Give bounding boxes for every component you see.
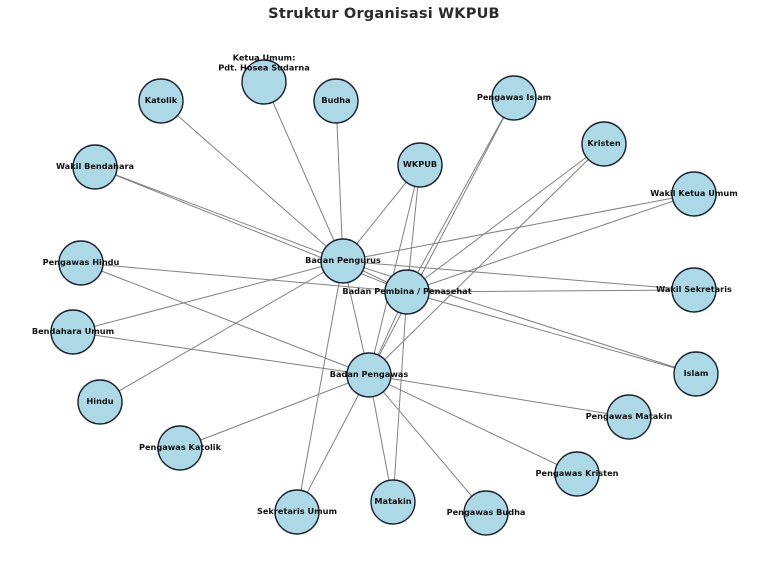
graph-edge bbox=[296, 374, 370, 513]
graph-node-hit-islam[interactable] bbox=[674, 352, 718, 396]
graph-node-hit-bendahara_umum[interactable] bbox=[51, 310, 95, 354]
graph-edge bbox=[406, 291, 697, 375]
graph-edge bbox=[406, 289, 695, 293]
graph-edge bbox=[80, 262, 408, 293]
graph-node-badan_pengurus[interactable] bbox=[320, 238, 366, 284]
graph-node-hit-budha[interactable] bbox=[314, 79, 358, 123]
graph-edge bbox=[72, 331, 370, 376]
graph-edge bbox=[94, 166, 344, 262]
graph-node-hit-wkpub[interactable] bbox=[398, 143, 442, 187]
graph-edge bbox=[80, 262, 370, 376]
graph-edge bbox=[368, 97, 515, 376]
graph-node-wakil_sekretaris[interactable] bbox=[671, 267, 717, 313]
graph-edge bbox=[368, 164, 421, 376]
graph-node-pengawas_matakin[interactable] bbox=[606, 394, 652, 440]
graph-node-pengawas_kristen[interactable] bbox=[554, 451, 600, 497]
graph-node-islam[interactable] bbox=[673, 351, 719, 397]
graph-node-hit-ketua_umum[interactable] bbox=[242, 60, 286, 104]
graph-node-kristen[interactable] bbox=[581, 121, 627, 167]
graph-node-katolik[interactable] bbox=[138, 78, 184, 124]
page-title: Struktur Organisasi WKPUB bbox=[268, 6, 500, 22]
graph-node-hit-pengawas_kristen[interactable] bbox=[555, 452, 599, 496]
graph-edge bbox=[263, 81, 344, 262]
graph-node-badan_pengawas[interactable] bbox=[346, 352, 392, 398]
graph-edge bbox=[179, 374, 370, 449]
graph-node-hit-badan_pengurus[interactable] bbox=[321, 239, 365, 283]
graph-node-hit-kristen[interactable] bbox=[582, 122, 626, 166]
graph-edge bbox=[99, 260, 344, 403]
graph-node-wakil_ketua_umum[interactable] bbox=[671, 171, 717, 217]
graph-node-hit-badan_pembina[interactable] bbox=[385, 270, 429, 314]
graph-node-bendahara_umum[interactable] bbox=[50, 309, 96, 355]
graph-node-pengawas_katolik[interactable] bbox=[157, 425, 203, 471]
graph-node-hit-matakin[interactable] bbox=[371, 480, 415, 524]
graph-node-hit-pengawas_budha[interactable] bbox=[464, 491, 508, 535]
graph-node-pengawas_hindu[interactable] bbox=[58, 240, 104, 286]
graph-node-hit-wakil_sekretaris[interactable] bbox=[672, 268, 716, 312]
graph-node-hit-wakil_bendahara[interactable] bbox=[73, 145, 117, 189]
graph-node-pengawas_islam[interactable] bbox=[491, 75, 537, 121]
graph-node-sekretaris_umum[interactable] bbox=[274, 489, 320, 535]
graph-node-hit-hindu[interactable] bbox=[78, 380, 122, 424]
node-layer bbox=[50, 59, 719, 536]
graph-edge bbox=[406, 97, 515, 293]
graph-node-hit-pengawas_hindu[interactable] bbox=[59, 241, 103, 285]
graph-node-hit-badan_pengawas[interactable] bbox=[347, 353, 391, 397]
graph-edge bbox=[335, 100, 344, 262]
graph-edge bbox=[406, 143, 605, 293]
graph-node-hit-sekretaris_umum[interactable] bbox=[275, 490, 319, 534]
graph-node-hit-wakil_ketua_umum[interactable] bbox=[672, 172, 716, 216]
graph-node-hit-pengawas_matakin[interactable] bbox=[607, 395, 651, 439]
graph-node-pengawas_budha[interactable] bbox=[463, 490, 509, 536]
graph-edge bbox=[368, 374, 578, 475]
graph-node-wkpub[interactable] bbox=[397, 142, 443, 188]
graph-node-hit-pengawas_islam[interactable] bbox=[492, 76, 536, 120]
graph-node-wakil_bendahara[interactable] bbox=[72, 144, 118, 190]
graph-edge bbox=[160, 100, 344, 262]
graph-edge bbox=[368, 374, 630, 418]
graph-node-matakin[interactable] bbox=[370, 479, 416, 525]
graph-node-hit-pengawas_katolik[interactable] bbox=[158, 426, 202, 470]
graph-node-hit-katolik[interactable] bbox=[139, 79, 183, 123]
graph-node-hindu[interactable] bbox=[77, 379, 123, 425]
edge-layer bbox=[72, 81, 697, 514]
graph-node-budha[interactable] bbox=[313, 78, 359, 124]
graph-edge bbox=[342, 260, 695, 291]
graph-edge bbox=[406, 193, 695, 293]
graph-edge bbox=[392, 291, 408, 503]
graph-edge bbox=[368, 374, 487, 514]
graph-edge bbox=[296, 260, 344, 513]
graph-edge bbox=[368, 143, 605, 376]
graph-node-badan_pembina[interactable] bbox=[384, 269, 430, 315]
graph-edge bbox=[72, 260, 344, 333]
graph-node-ketua_umum[interactable] bbox=[241, 59, 287, 105]
